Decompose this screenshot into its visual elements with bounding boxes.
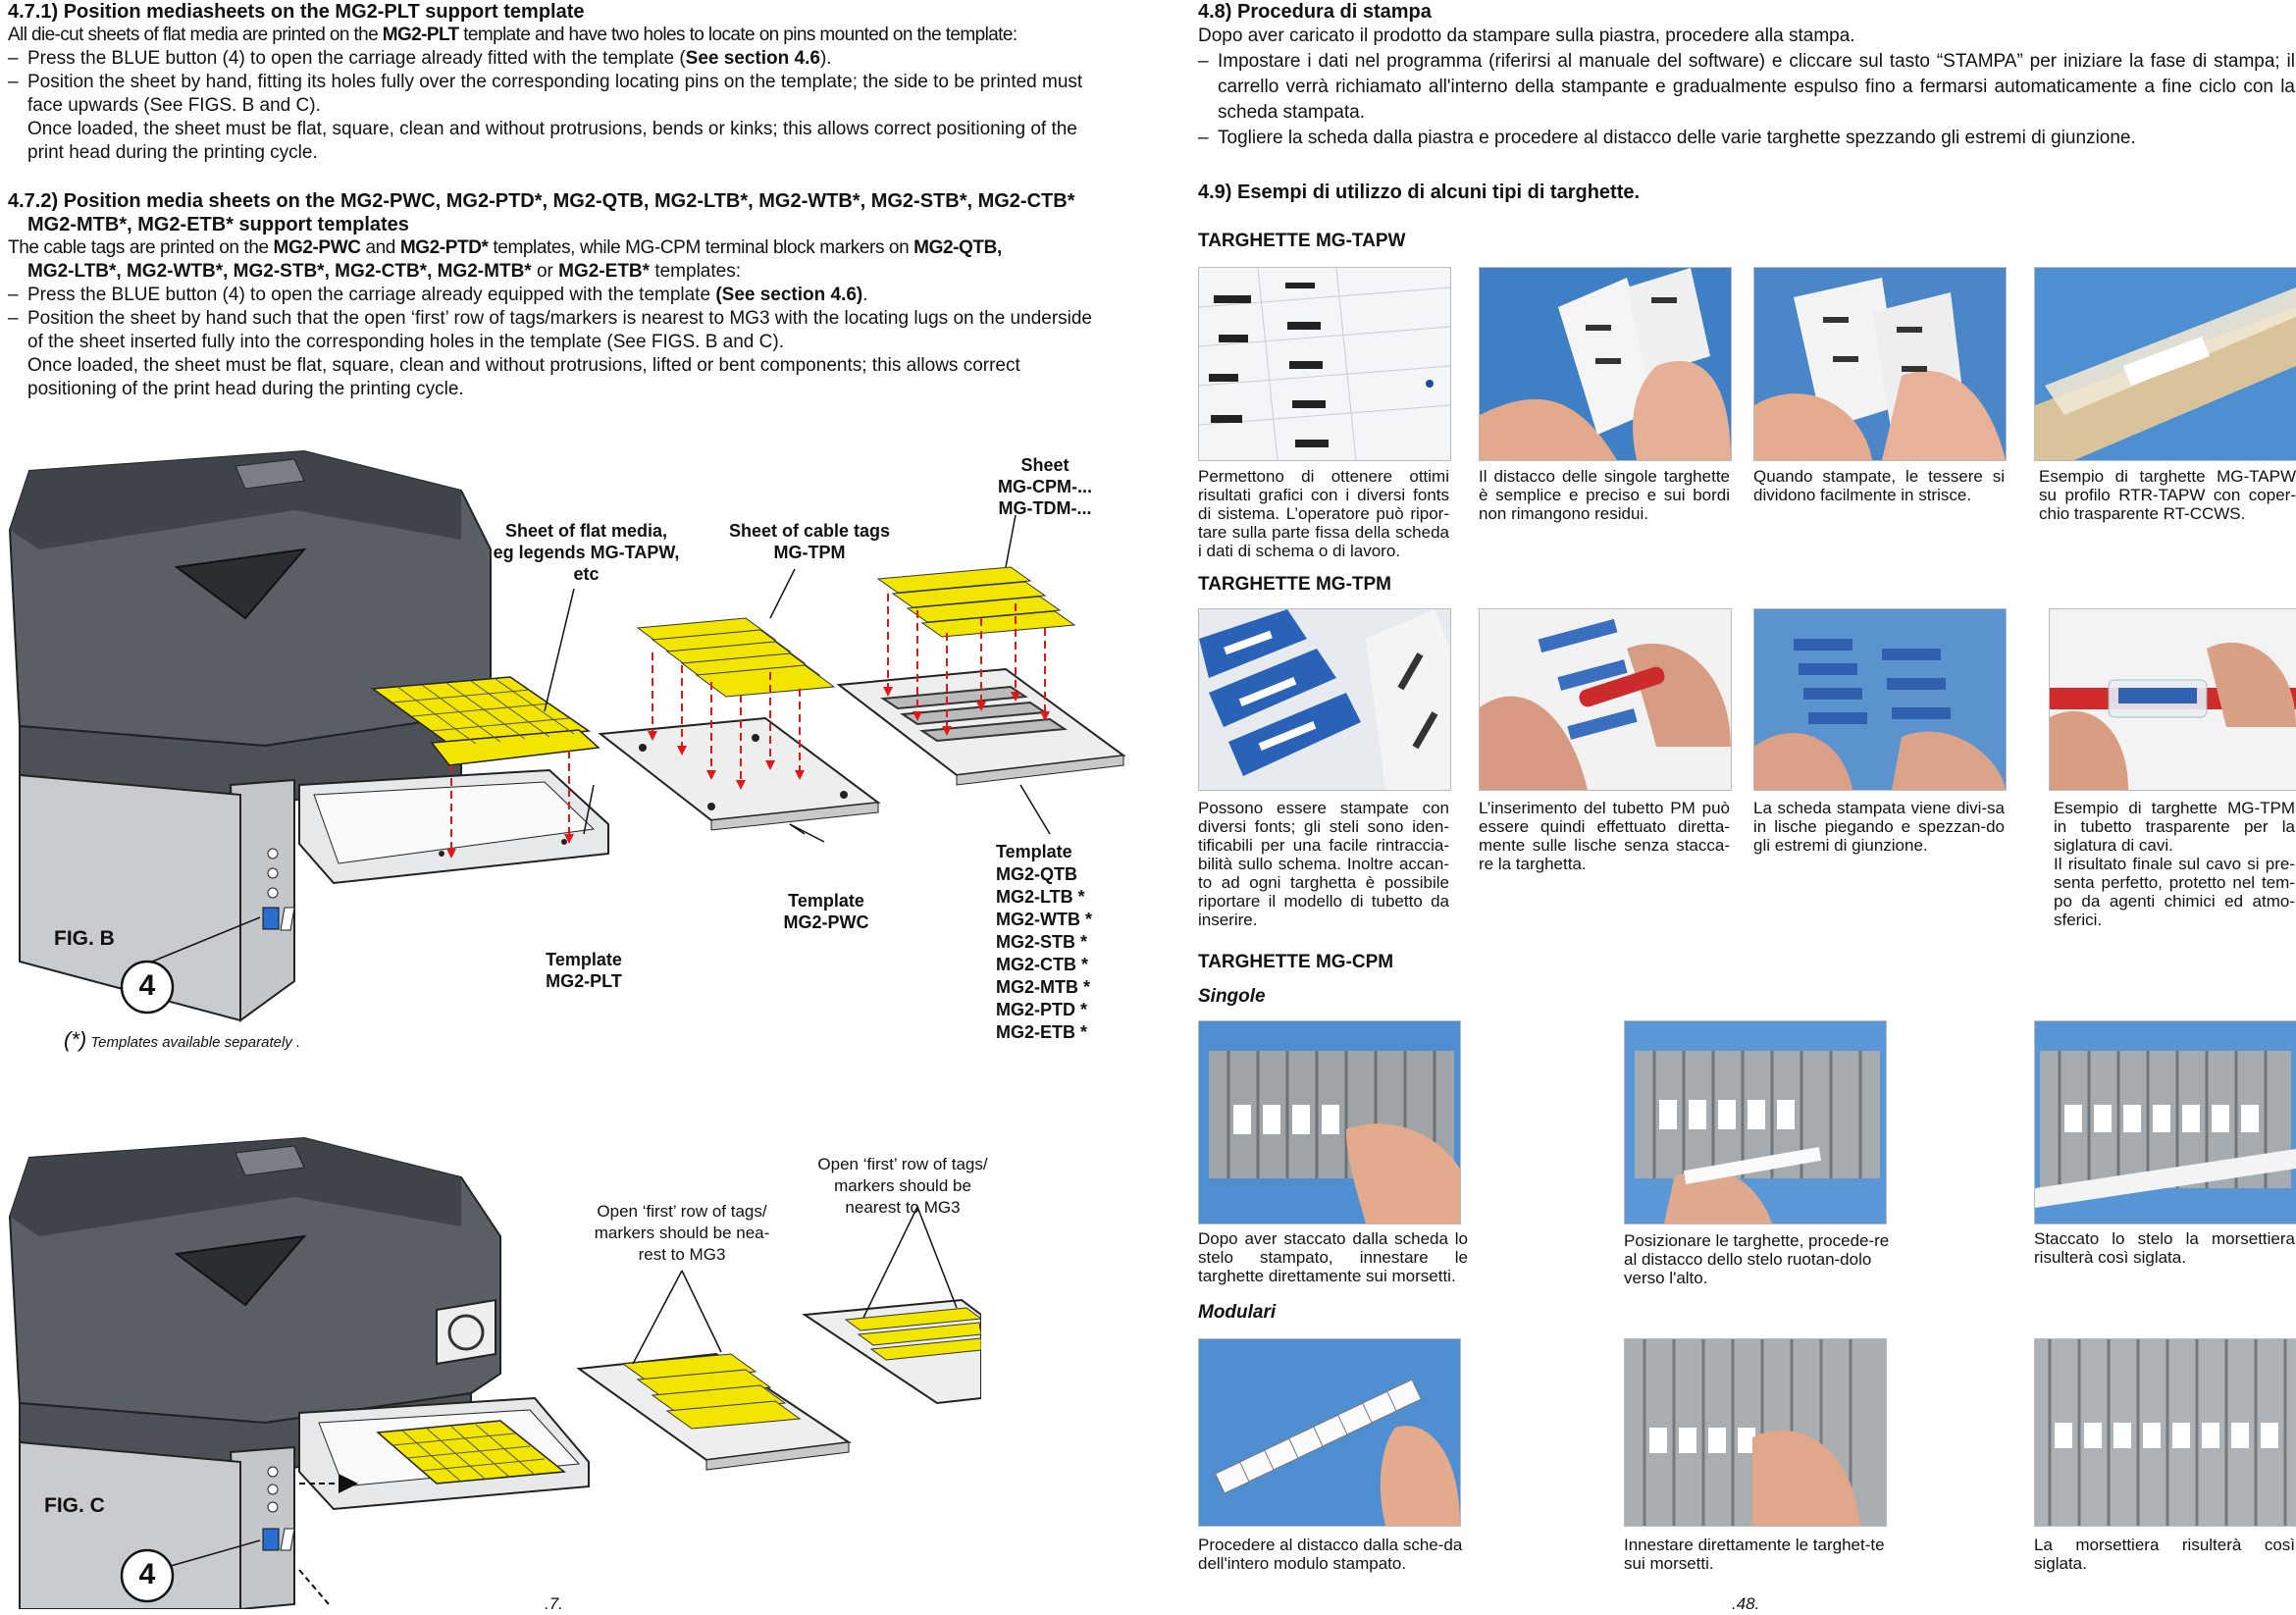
list-item: –Togliere la scheda dalla piastra e proc… (1198, 128, 2136, 148)
section-4-9-title: 4.9) Esempi di utilizzo di alcuni tipi d… (1198, 182, 1641, 203)
section-title: 4.7.1) Position mediasheets on the MG2-P… (8, 1, 585, 23)
label-template-plt: Template MG2-PLT (546, 950, 622, 991)
callout-4: 4 (138, 1558, 156, 1590)
markers-sheet (876, 566, 1076, 638)
cpm-title: TARGHETTE MG-CPM (1198, 952, 1394, 972)
page-number-right: .48. (1732, 1594, 1760, 1613)
section-title: 4.7.2) Position media sheets on the MG2-… (8, 190, 1075, 212)
flat-media-sheet (370, 676, 592, 747)
caption-cpm-singole-3: Staccato lo stelo la morsettiera risulte… (2034, 1229, 2295, 1267)
arrow-icon (339, 1474, 358, 1493)
section-title: 4.8) Procedura di stampa (1198, 1, 1432, 23)
callout-4-circle (120, 960, 175, 1015)
paragraph: MG2-LTB*, MG2-WTB*, MG2-STB*, MG2-CTB*, … (27, 261, 741, 282)
tpm-title: TARGHETTE MG-TPM (1198, 574, 1392, 595)
label-open-row-1: Open ‘first’ row of tags/ markers should… (594, 1202, 770, 1264)
section-title-cont: MG2-MTB*, MG2-ETB* support templates (27, 214, 409, 235)
caption-cpm-modulari-2: Innestare direttamente le targhet-te sui… (1624, 1536, 1885, 1573)
photo-cpm-modulari-3 (2034, 1338, 2296, 1527)
photo-tapw-sheet (1198, 267, 1451, 461)
caption-cpm-singole-1: Dopo aver staccato dalla scheda lo stelo… (1198, 1229, 1468, 1285)
caption-tapw-2: Il distacco delle singole targhette è se… (1479, 467, 1730, 523)
markers-sheet (844, 1307, 981, 1361)
label-template-pwc: Template MG2-PWC (783, 891, 869, 932)
label-flat-media: Sheet of flat media, eg legends MG-TAPW,… (493, 521, 680, 584)
fig-b-drawing (8, 449, 1126, 1022)
photo-cpm-modulari-1 (1198, 1338, 1461, 1527)
list-item: –Press the BLUE button (4) to open the c… (8, 48, 832, 69)
paragraph: Once loaded, the sheet must be flat, squ… (27, 119, 1077, 163)
photo-tpm-cable (2049, 608, 2296, 791)
printer-illustration (8, 1136, 501, 1609)
caption-tapw-4: Esempio di targhette MG-TAPW su profilo … (2039, 467, 2296, 523)
label-template-list: Template MG2-QTB MG2-LTB * MG2-WTB * MG2… (996, 842, 1092, 1042)
fig-b-label: FIG. B (54, 927, 115, 950)
caption-tpm-4: Esempio di targhette MG-TPM in tubetto t… (2054, 799, 2295, 929)
list-item: –Press the BLUE button (4) to open the c… (8, 285, 868, 305)
photo-cpm-modulari-2 (1624, 1338, 1887, 1527)
list-item: –Position the sheet by hand, fitting its… (8, 72, 1083, 116)
list-item: –Position the sheet by hand such that th… (8, 308, 1093, 352)
photo-cpm-singole-1 (1198, 1020, 1461, 1224)
blue-button (262, 907, 280, 930)
templates-note: (*) Templates available separately . (64, 1027, 301, 1052)
photo-tpm-tube (1479, 608, 1732, 791)
caption-cpm-modulari-3: La morsettiera risulterà così siglata. (2034, 1536, 2295, 1573)
photo-tapw-profile (2034, 267, 2296, 461)
label-sheet-cpm: Sheet MG-CPM-... MG-TDM-... (998, 455, 1092, 518)
section-4-7-1: 4.7.1) Position mediasheets on the MG2-P… (8, 0, 1107, 165)
callout-4-circle (120, 1548, 175, 1603)
fig-c-label: FIG. C (44, 1494, 105, 1517)
paragraph: Once loaded, the sheet must be flat, squ… (27, 355, 1020, 399)
cable-tags-sheet (636, 617, 836, 698)
label-cable-tags: Sheet of cable tags MG-TPM (728, 521, 891, 562)
logo-icon (447, 1314, 485, 1351)
caption-tpm-2: L’inserimento del tubetto PM può essere … (1479, 799, 1730, 873)
caption-cpm-modulari-1: Procedere al distacco dalla sche-da dell… (1198, 1536, 1463, 1573)
cpm-modulari-heading: Modulari (1198, 1302, 1277, 1323)
page-number-left: .7. (545, 1594, 563, 1613)
fig-c-drawing (8, 1136, 981, 1609)
cpm-singole-heading: Singole (1198, 986, 1266, 1007)
caption-tapw-1: Permettono di ottenere ottimi risultati … (1198, 467, 1449, 560)
photo-tapw-strips (1753, 267, 2007, 461)
section-4-7-2: 4.7.2) Position media sheets on the MG2-… (8, 189, 1107, 401)
blue-button (262, 1528, 280, 1551)
caption-tpm-3: La scheda stampata viene divi-sa in lisc… (1753, 799, 2005, 855)
paragraph: All die-cut sheets of flat media are pri… (8, 25, 1018, 45)
caption-tpm-1: Possono essere stampate con diversi font… (1198, 799, 1449, 929)
paragraph: The cable tags are printed on the MG2-PW… (8, 237, 1002, 258)
paragraph: Dopo aver caricato il prodotto da stampa… (1198, 26, 1855, 46)
label-open-row-2: Open ‘first’ row of tags/ markers should… (817, 1155, 988, 1217)
photo-tpm-strips (1753, 608, 2007, 791)
photo-cpm-singole-3 (2034, 1020, 2296, 1224)
caption-tapw-3: Quando stampate, le tessere si dividono … (1753, 467, 2005, 504)
caption-cpm-singole-2: Posizionare le targhette, procede-re al … (1624, 1231, 1890, 1287)
list-item: –Impostare i dati nel programma (riferir… (1198, 51, 2295, 123)
photo-tpm-sheet (1198, 608, 1451, 791)
tapw-title: TARGHETTE MG-TAPW (1198, 231, 1406, 251)
photo-cpm-singole-2 (1624, 1020, 1887, 1224)
callout-4: 4 (138, 969, 156, 1002)
cable-tags-sheet (621, 1353, 802, 1430)
photo-tapw-peel (1479, 267, 1732, 461)
section-4-8: 4.8) Procedura di stampa Dopo aver caric… (1198, 0, 2295, 151)
